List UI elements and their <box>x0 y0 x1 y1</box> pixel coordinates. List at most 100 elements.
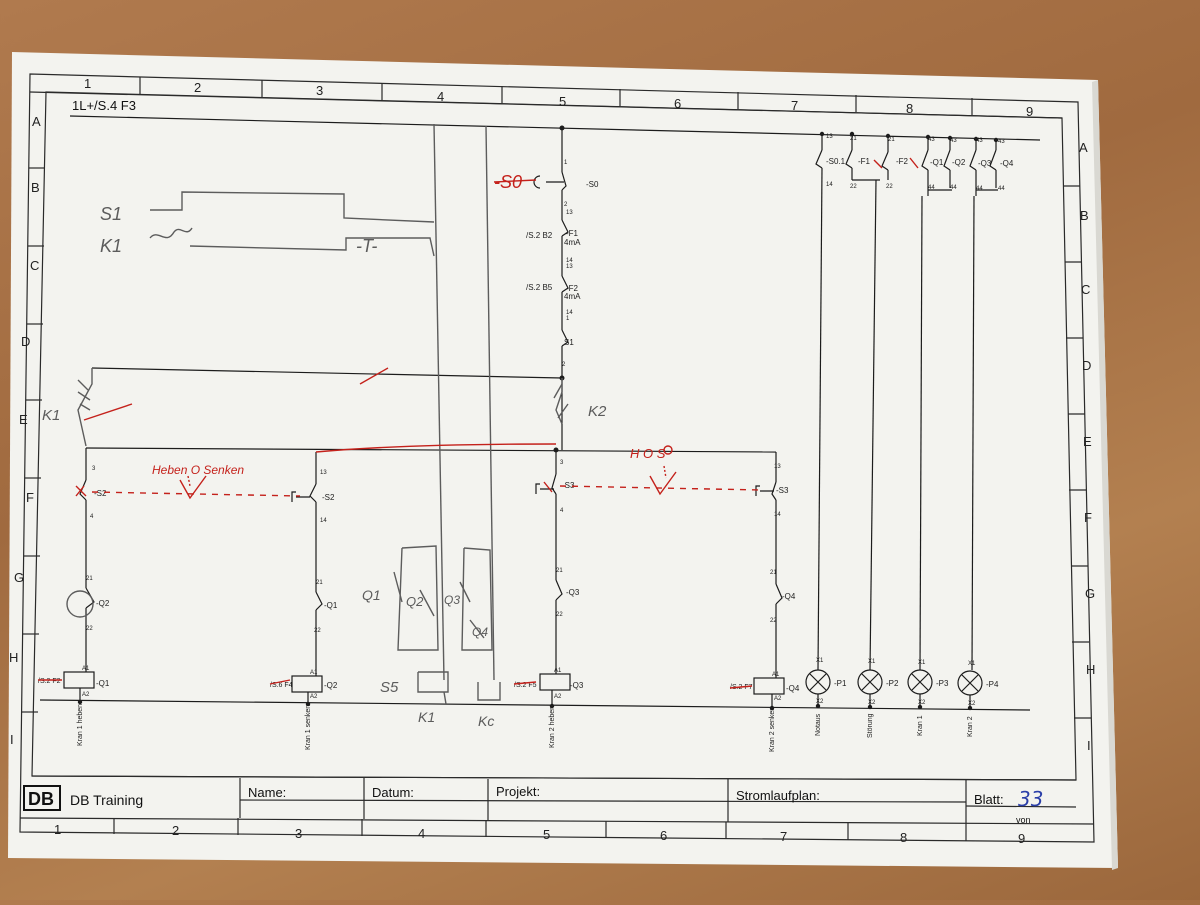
label-kran2: Kran 2 <box>967 716 974 737</box>
s1-label: S1 <box>564 338 574 347</box>
p2-label: -P2 <box>886 679 899 688</box>
hand-q4: Q4 <box>472 625 488 639</box>
paper-shadow <box>1092 80 1118 870</box>
red-slash-bus <box>359 367 389 385</box>
f2-rating: 4mA <box>564 292 581 301</box>
x1-p1: X1 <box>816 658 824 664</box>
term-c1-21: 21 <box>86 576 93 582</box>
row-left-E: E <box>19 412 28 427</box>
q1-nc-contact <box>315 591 323 611</box>
x1-p3: X1 <box>918 660 926 666</box>
x1-p4: X1 <box>968 661 976 667</box>
label-stoerung: Störung <box>867 713 874 738</box>
s3-left-actuator <box>535 483 554 494</box>
red-strike-ref-q3 <box>513 681 537 685</box>
title-block: DB DB Training Name: Datum: Projekt: Str… <box>23 784 1043 825</box>
q1-contact-label: -Q1 <box>324 601 338 610</box>
term-s1-bottom: 2 <box>562 362 566 368</box>
col-top-3: 3 <box>316 83 323 98</box>
row-right-F: F <box>1084 510 1092 525</box>
a1-q2: A1 <box>310 670 318 676</box>
a2-q2: A2 <box>310 694 318 700</box>
row-left-F: F <box>26 490 34 505</box>
term-aux-q4-43: 43 <box>998 139 1005 145</box>
term-f1-bottom: 14 <box>566 258 573 264</box>
term-aux-q2-43: 43 <box>950 138 957 144</box>
hand-s5: S5 <box>380 679 399 696</box>
red-strike-ref-q2 <box>269 679 291 685</box>
term-c3-21: 21 <box>316 580 323 586</box>
label-kran1: Kran 1 <box>917 715 924 736</box>
q-interlock-box <box>397 545 439 651</box>
s3-right-actuator <box>755 485 774 496</box>
row-right-E: E <box>1083 434 1092 449</box>
term-s1-top: 1 <box>566 316 570 322</box>
vertical-guide-left <box>433 123 445 681</box>
term-c1-4: 4 <box>90 514 94 520</box>
term-c1-22: 22 <box>86 626 93 632</box>
term-c7-14: 14 <box>774 512 781 518</box>
label-kran1-senken: Kran 1 senken <box>305 705 312 750</box>
term-aux-f2-22: 22 <box>886 184 893 190</box>
q-interlock-box2 <box>461 547 493 651</box>
col-top-1: 1 <box>84 76 91 91</box>
row-right-H: H <box>1086 662 1095 677</box>
s2-right-contact <box>309 483 317 503</box>
a2-q3: A2 <box>554 694 562 700</box>
row-left-B: B <box>31 180 40 195</box>
coil-q4 <box>753 677 785 695</box>
red-slash-latch <box>83 403 133 421</box>
a2-q1: A2 <box>82 692 90 698</box>
grid-labels: 1 2 3 4 5 6 7 8 9 1 2 3 4 5 6 7 8 9 A B … <box>9 76 1095 846</box>
f2-contact <box>561 275 569 293</box>
hand-k1-left: K1 <box>42 407 60 424</box>
p1-label: -P1 <box>834 679 847 688</box>
coil-q3-ref: /S.2 F5 <box>514 682 537 689</box>
terminal-numbers: 1 2 13 14 13 14 1 2 3 4 21 22 13 14 21 2… <box>86 134 1005 634</box>
s3-left-label: -S3 <box>562 481 575 490</box>
f1-rating: 4mA <box>564 238 581 247</box>
project-label: Projekt: <box>496 784 540 799</box>
s0-contact <box>561 171 567 191</box>
s5-symbol <box>417 671 449 693</box>
red-strike-ref-q4 <box>729 685 753 689</box>
x1-p2: X1 <box>868 659 876 665</box>
coil-q3-label: -Q3 <box>570 681 584 690</box>
term-aux-q1-43: 43 <box>928 137 935 143</box>
q3-contact-label: -Q3 <box>566 588 580 597</box>
red-dot-h <box>663 445 673 455</box>
red-mark-f1 <box>873 159 883 169</box>
q3-nc-contact <box>555 579 563 601</box>
s3-right-contact <box>771 481 777 501</box>
col-bottom-1: 1 <box>54 822 61 837</box>
term-c3-13: 13 <box>320 470 327 476</box>
company-name: DB Training <box>70 792 143 808</box>
row-left-H: H <box>9 650 18 665</box>
col-top-6: 6 <box>674 96 681 111</box>
term-f1-top: 13 <box>566 210 573 216</box>
red-switch-s3 <box>649 471 677 496</box>
col-bottom-4: 4 <box>418 826 425 841</box>
q2-nc-contact <box>85 587 95 609</box>
a1-q1: A1 <box>82 666 90 672</box>
hand-q1: Q1 <box>362 587 381 603</box>
f1-ref: /S.2 B2 <box>526 231 553 240</box>
term-c3-22: 22 <box>314 628 321 634</box>
term-s0-top: 1 <box>564 160 568 166</box>
row-right-B: B <box>1080 208 1089 223</box>
red-bus <box>315 443 557 453</box>
col-top-5: 5 <box>559 94 566 109</box>
s3-left-contact <box>551 473 557 495</box>
col-bottom-5: 5 <box>543 827 550 842</box>
term-c5-4: 4 <box>560 508 564 514</box>
x2-p1: X2 <box>816 699 824 705</box>
term-c7-22: 22 <box>770 618 777 624</box>
q-scribbles <box>393 571 485 639</box>
frame <box>19 73 1095 843</box>
col-top-9: 9 <box>1026 104 1033 119</box>
hand-t-mark: -T- <box>356 236 377 256</box>
row-right-A: A <box>1079 140 1088 155</box>
col-bottom-8: 8 <box>900 830 907 845</box>
row-left-I: I <box>10 732 14 747</box>
label-kran2-heben: Kran 2 heben <box>549 706 556 748</box>
